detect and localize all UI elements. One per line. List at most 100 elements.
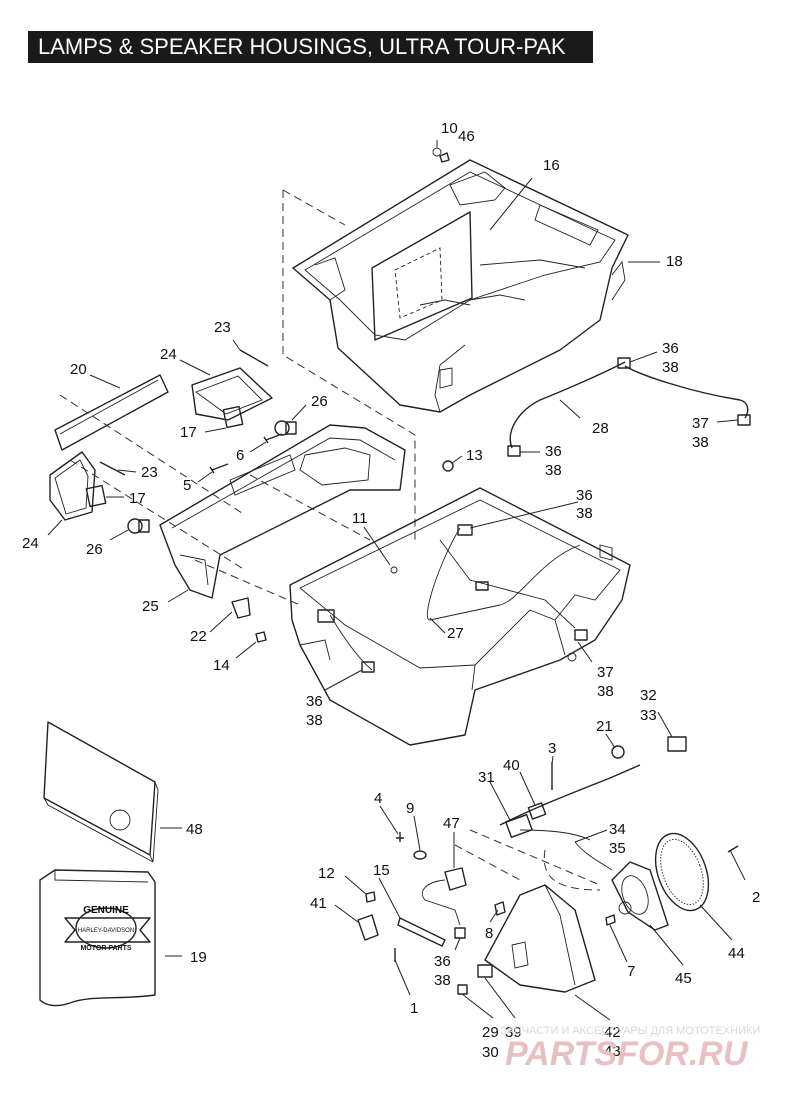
callout-1: 1 <box>410 1000 418 1017</box>
callout-21: 21 <box>596 718 613 735</box>
callout-36b: 36 <box>545 443 562 460</box>
callout-37b: 37 <box>597 664 614 681</box>
gasket-17-upper <box>222 405 244 429</box>
tour-pak-liner-18 <box>292 159 629 413</box>
callout-9: 9 <box>406 800 414 817</box>
callout-32: 32 <box>640 687 657 704</box>
plug-47 <box>421 867 467 926</box>
callout-14: 14 <box>213 657 230 674</box>
callout-45: 45 <box>675 970 692 987</box>
callout-25: 25 <box>142 598 159 615</box>
rod-23-lower <box>99 461 126 476</box>
callout-5: 5 <box>183 477 191 494</box>
callout-38g: 38 <box>434 972 451 989</box>
callout-11: 11 <box>352 510 368 527</box>
callout-labels: 10 46 16 18 23 24 20 26 17 6 5 23 17 24 … <box>22 120 760 1061</box>
screw-7 <box>605 914 616 926</box>
logo-badge: HARLEY-DAVIDSON <box>78 928 134 934</box>
callout-23b: 23 <box>141 464 158 481</box>
callout-33: 33 <box>640 707 657 724</box>
bulb-26-upper <box>274 420 297 436</box>
callout-6: 6 <box>236 447 244 464</box>
lamp-housing-25 <box>159 424 406 599</box>
fastener-11 <box>390 566 398 574</box>
callout-13: 13 <box>466 447 483 464</box>
callout-42: 42 <box>604 1024 621 1041</box>
screw-6 <box>263 433 283 444</box>
connector-39 <box>477 964 493 978</box>
callout-29: 29 <box>482 1024 499 1041</box>
callout-3: 3 <box>548 740 556 757</box>
callout-38c: 38 <box>545 462 562 479</box>
callout-36c: 36 <box>576 487 593 504</box>
logo-line2: MOTOR PARTS <box>80 945 131 952</box>
bulb-26-lower <box>127 518 150 534</box>
callout-38a: 38 <box>662 359 679 376</box>
callout-38d: 38 <box>576 505 593 522</box>
callout-38e: 38 <box>597 683 614 700</box>
lens-24-lower <box>49 451 96 521</box>
callout-30: 30 <box>482 1044 499 1061</box>
callout-48: 48 <box>186 821 203 838</box>
callout-24b: 24 <box>22 535 39 552</box>
callout-10: 10 <box>441 120 458 137</box>
callout-47: 47 <box>443 815 460 832</box>
callout-24: 24 <box>160 346 177 363</box>
callout-17: 17 <box>180 424 197 441</box>
callout-20: 20 <box>70 361 87 378</box>
connector-32-33 <box>667 736 687 752</box>
callout-2: 2 <box>752 889 760 906</box>
callout-46: 46 <box>458 128 475 145</box>
booklet-48 <box>43 721 159 863</box>
screw-2 <box>727 845 739 853</box>
callout-23: 23 <box>214 319 231 336</box>
callout-28: 28 <box>592 420 609 437</box>
harness-28 <box>507 357 751 457</box>
callout-40: 40 <box>503 757 520 774</box>
screw-4 <box>396 832 404 842</box>
callout-37a: 37 <box>692 415 709 432</box>
clip-14 <box>255 631 267 643</box>
callout-43: 43 <box>604 1043 621 1060</box>
connector-29-30 <box>457 984 468 995</box>
watermark-text: ЗАПЧАСТИ И АКСЕССУАРЫ ДЛЯ МОТОТЕХНИКИ <box>500 1025 760 1037</box>
callout-22: 22 <box>190 628 207 645</box>
callout-31: 31 <box>478 769 495 786</box>
watermark-logo: PARTSFOR.RU <box>505 1035 749 1073</box>
page-title: LAMPS & SPEAKER HOUSINGS, ULTRA TOUR-PAK <box>28 31 593 63</box>
nut-12 <box>365 891 376 903</box>
callout-39: 39 <box>505 1024 522 1041</box>
callout-26b: 26 <box>86 541 103 558</box>
speaker-45 <box>611 861 669 931</box>
speaker-wiring-34-35 <box>499 764 641 891</box>
callout-26: 26 <box>311 393 328 410</box>
callout-35: 35 <box>609 840 626 857</box>
callout-41: 41 <box>310 895 327 912</box>
divider-16 <box>371 211 473 341</box>
callout-34: 34 <box>609 821 626 838</box>
wire-harness-27 <box>317 524 588 673</box>
nut-21 <box>611 745 625 759</box>
callout-44: 44 <box>728 945 745 962</box>
callout-19: 19 <box>190 949 207 966</box>
callout-12: 12 <box>318 865 335 882</box>
callout-36d: 36 <box>306 693 323 710</box>
gasket-17-lower <box>85 484 107 508</box>
clip-22 <box>231 597 251 619</box>
logo-line1: GENUINE <box>83 905 129 916</box>
callout-38b: 38 <box>692 434 709 451</box>
tour-pak-housing-27 <box>289 487 631 746</box>
washer-9 <box>413 850 427 860</box>
fastener-10-46 <box>432 147 450 163</box>
callout-36a: 36 <box>662 340 679 357</box>
callout-17b: 17 <box>129 490 146 507</box>
callout-7: 7 <box>627 963 635 980</box>
leader-lines <box>47 140 746 1021</box>
callout-38f: 38 <box>306 712 323 729</box>
lens-24-upper <box>191 367 273 421</box>
speaker-grille-44 <box>654 832 710 912</box>
connector-36-38 <box>454 927 466 939</box>
callout-8: 8 <box>485 925 493 942</box>
callout-27: 27 <box>447 625 464 642</box>
